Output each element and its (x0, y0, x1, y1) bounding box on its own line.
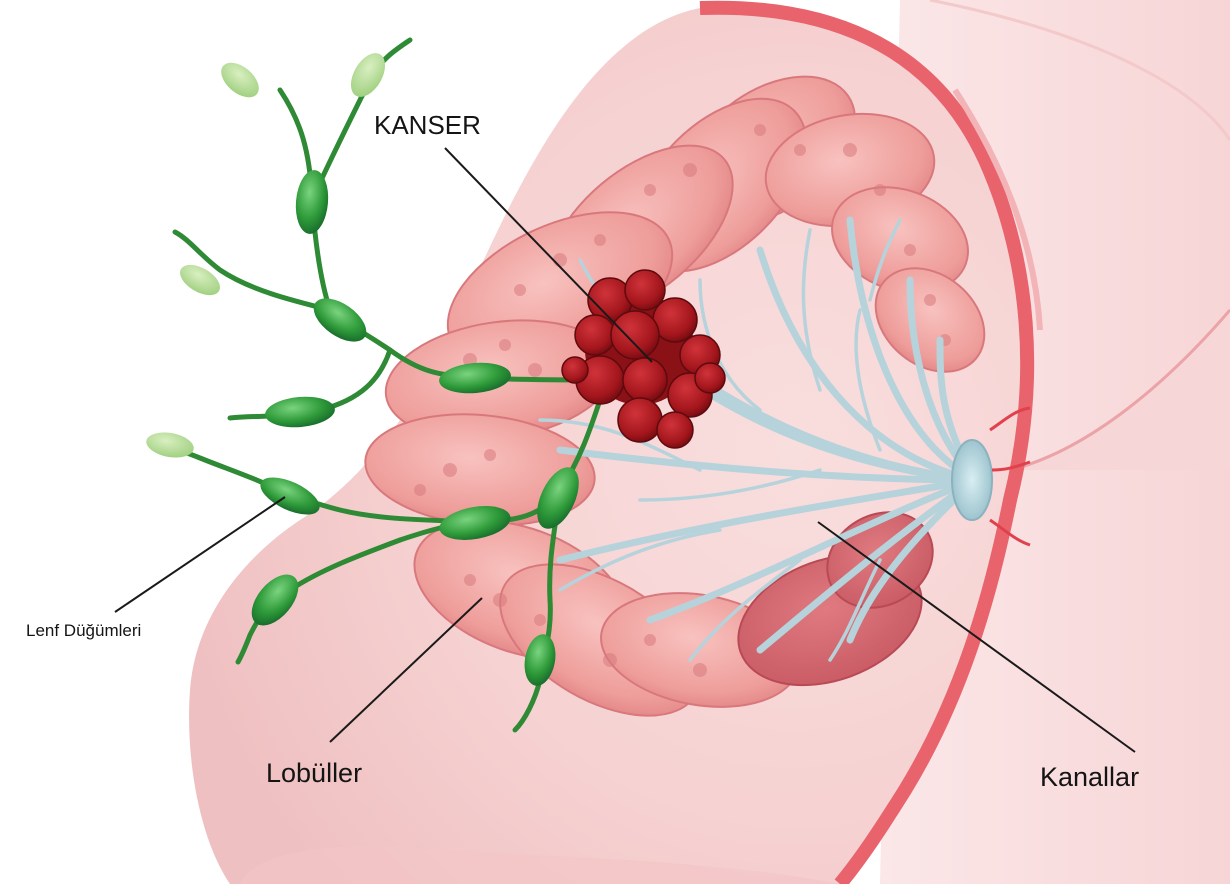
lobules-label: Lobüller (266, 760, 362, 787)
ducts-label: Kanallar (1040, 764, 1139, 791)
lymph-nodes-label: Lenf Düğümleri (26, 622, 141, 639)
cancer-label: KANSER (374, 112, 481, 138)
nipple (952, 440, 992, 520)
